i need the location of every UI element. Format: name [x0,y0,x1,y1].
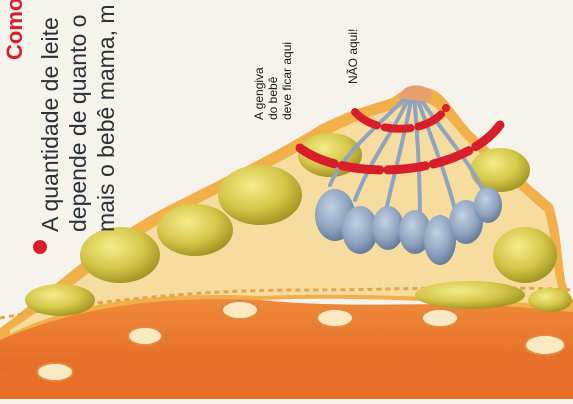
fat-lobule-1 [80,227,160,283]
gland-lobe-3 [372,206,404,250]
fat-lobule-6 [493,227,557,283]
fat-lobule-3 [218,165,302,225]
fat-lobule-8 [415,281,525,309]
bullet-dot [33,240,47,254]
fat-lobule-9 [528,288,572,312]
rib-2 [128,327,162,345]
rib-5 [422,309,458,327]
fat-lobule-7 [25,284,95,316]
rib-6 [525,335,565,355]
gland-lobe-7 [474,187,502,223]
rib-1 [37,363,73,381]
fat-lobule-2 [157,204,233,256]
rib-3 [222,301,258,319]
rib-4 [317,309,353,327]
